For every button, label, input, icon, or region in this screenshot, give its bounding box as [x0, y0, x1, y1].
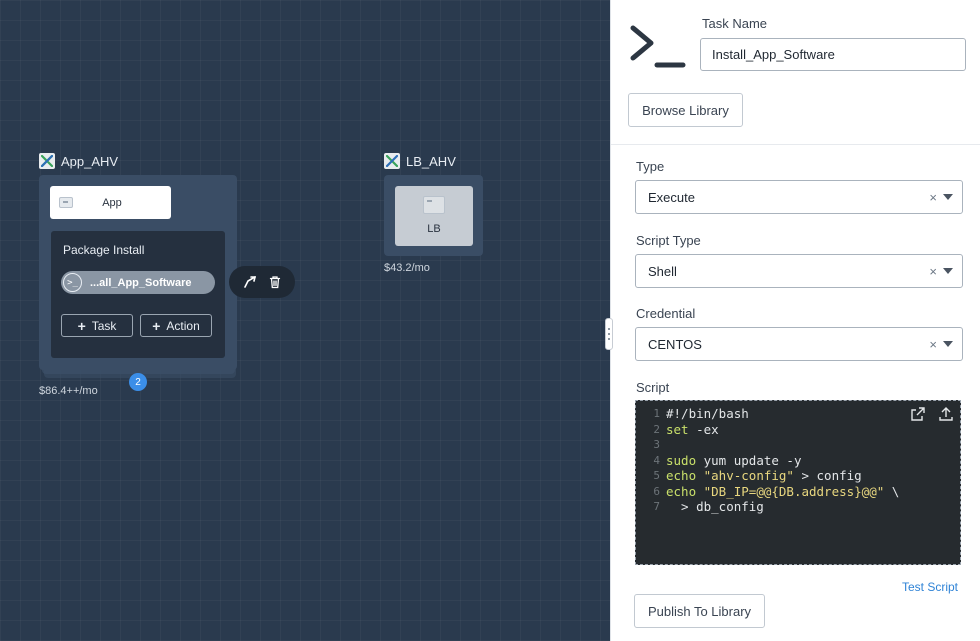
code-line[interactable]: 2 set -ex [636, 422, 960, 438]
package-install-panel: Package Install >_ ...all_App_Software +… [51, 231, 225, 358]
browse-library-button[interactable]: Browse Library [628, 93, 743, 127]
clear-icon[interactable]: × [929, 336, 937, 352]
terminal-prompt-icon [630, 25, 686, 68]
app-chip-label: App [102, 196, 122, 209]
app-service-cost: $86.4++/mo [39, 385, 98, 397]
publish-to-library-button[interactable]: Publish To Library [634, 594, 765, 628]
app-service-name: App_AHV [61, 153, 119, 169]
panel-resize-handle[interactable] [605, 318, 613, 350]
chevron-down-icon[interactable] [943, 194, 953, 200]
code-token: "DB_IP=@@{DB.address}@@" [696, 483, 885, 499]
trash-icon[interactable] [268, 275, 282, 289]
task-name-input[interactable] [700, 38, 966, 71]
credential-label: Credential [636, 306, 696, 321]
lb-service-name: LB_AHV [406, 153, 456, 169]
script-code[interactable]: 1 #!/bin/bash 2 set -ex 3 4 sudo yum update -y… [636, 401, 960, 515]
code-line[interactable]: 1 #!/bin/bash [636, 406, 960, 422]
ahv-icon [39, 153, 55, 169]
script-editor[interactable]: 1 #!/bin/bash 2 set -ex 3 4 sudo yum update -y… [635, 400, 961, 565]
code-token: set [666, 421, 689, 437]
line-number: 2 [653, 422, 660, 436]
vm-gear-icon [423, 196, 445, 214]
task-action-toolbar [229, 266, 295, 298]
app-service-title[interactable]: App_AHV [39, 153, 118, 169]
type-label: Type [636, 159, 665, 174]
app-service-chip[interactable]: App [50, 186, 171, 219]
code-line[interactable]: 6 echo "DB_IP=@@{DB.address}@@" \ [636, 484, 960, 500]
lb-chip-label: LB [427, 223, 441, 235]
code-token: sudo [666, 452, 697, 468]
vm-icon [59, 197, 73, 208]
line-number: 3 [653, 438, 660, 451]
code-line[interactable]: 5 echo "ahv-config" > config [636, 468, 960, 484]
lb-service-chip[interactable]: LB [395, 186, 473, 246]
code-token: echo [666, 483, 697, 499]
code-token: -ex [688, 421, 719, 437]
code-line[interactable]: 4 sudo yum update -y [636, 453, 960, 469]
ahv-icon [384, 153, 400, 169]
lb-service-cost: $43.2/mo [384, 262, 430, 274]
code-token: > db_config [666, 499, 764, 514]
code-line[interactable]: 3 [636, 437, 960, 453]
add-action-label: Action [166, 318, 200, 333]
test-script-link[interactable]: Test Script [902, 580, 959, 594]
editor-toolbar [910, 406, 954, 422]
line-number: 7 [653, 500, 660, 513]
expand-icon[interactable] [910, 406, 926, 422]
connect-arrow-icon[interactable] [243, 275, 257, 289]
plus-icon: + [77, 317, 86, 334]
clear-icon[interactable]: × [929, 263, 937, 279]
line-number: 5 [653, 469, 660, 482]
line-number: 4 [653, 453, 660, 467]
code-line[interactable]: 7 > db_config [636, 499, 960, 515]
credential-select[interactable]: CENTOS × [635, 327, 963, 361]
code-token: echo [666, 468, 697, 483]
script-type-select-value: Shell [648, 263, 677, 279]
package-install-title: Package Install [63, 243, 145, 257]
type-select-value: Execute [648, 189, 695, 205]
script-label: Script [636, 380, 670, 395]
replica-count-badge: 2 [129, 373, 147, 391]
task-pill-label: ...all_App_Software [90, 276, 192, 289]
clear-icon[interactable]: × [929, 189, 937, 205]
add-task-label: Task [91, 318, 117, 333]
script-type-label: Script Type [636, 233, 701, 248]
code-token: yum update -y [696, 452, 802, 468]
task-pill[interactable]: >_ ...all_App_Software [61, 271, 215, 294]
code-token: > config [793, 468, 862, 483]
line-number: 6 [653, 484, 660, 498]
code-token: #!/bin/bash [666, 406, 749, 421]
credential-select-value: CENTOS [648, 336, 702, 352]
blueprint-canvas[interactable]: App_AHV App Package Install >_ ...all_Ap… [0, 0, 610, 641]
plus-icon: + [152, 317, 161, 334]
task-config-panel: Task Name Browse Library Type Execute × … [610, 0, 980, 641]
line-number: 1 [653, 407, 660, 420]
add-action-button[interactable]: + Action [140, 314, 212, 337]
task-name-label: Task Name [702, 16, 768, 31]
chevron-down-icon[interactable] [943, 268, 953, 274]
terminal-icon: >_ [63, 273, 82, 292]
section-divider [611, 144, 980, 145]
script-type-select[interactable]: Shell × [635, 254, 963, 288]
upload-icon[interactable] [938, 406, 954, 422]
chevron-down-icon[interactable] [943, 341, 953, 347]
code-token: \ [884, 483, 900, 499]
lb-service-title[interactable]: LB_AHV [384, 153, 456, 169]
add-task-button[interactable]: + Task [61, 314, 133, 337]
code-token: "ahv-config" [696, 468, 794, 483]
type-select[interactable]: Execute × [635, 180, 963, 214]
